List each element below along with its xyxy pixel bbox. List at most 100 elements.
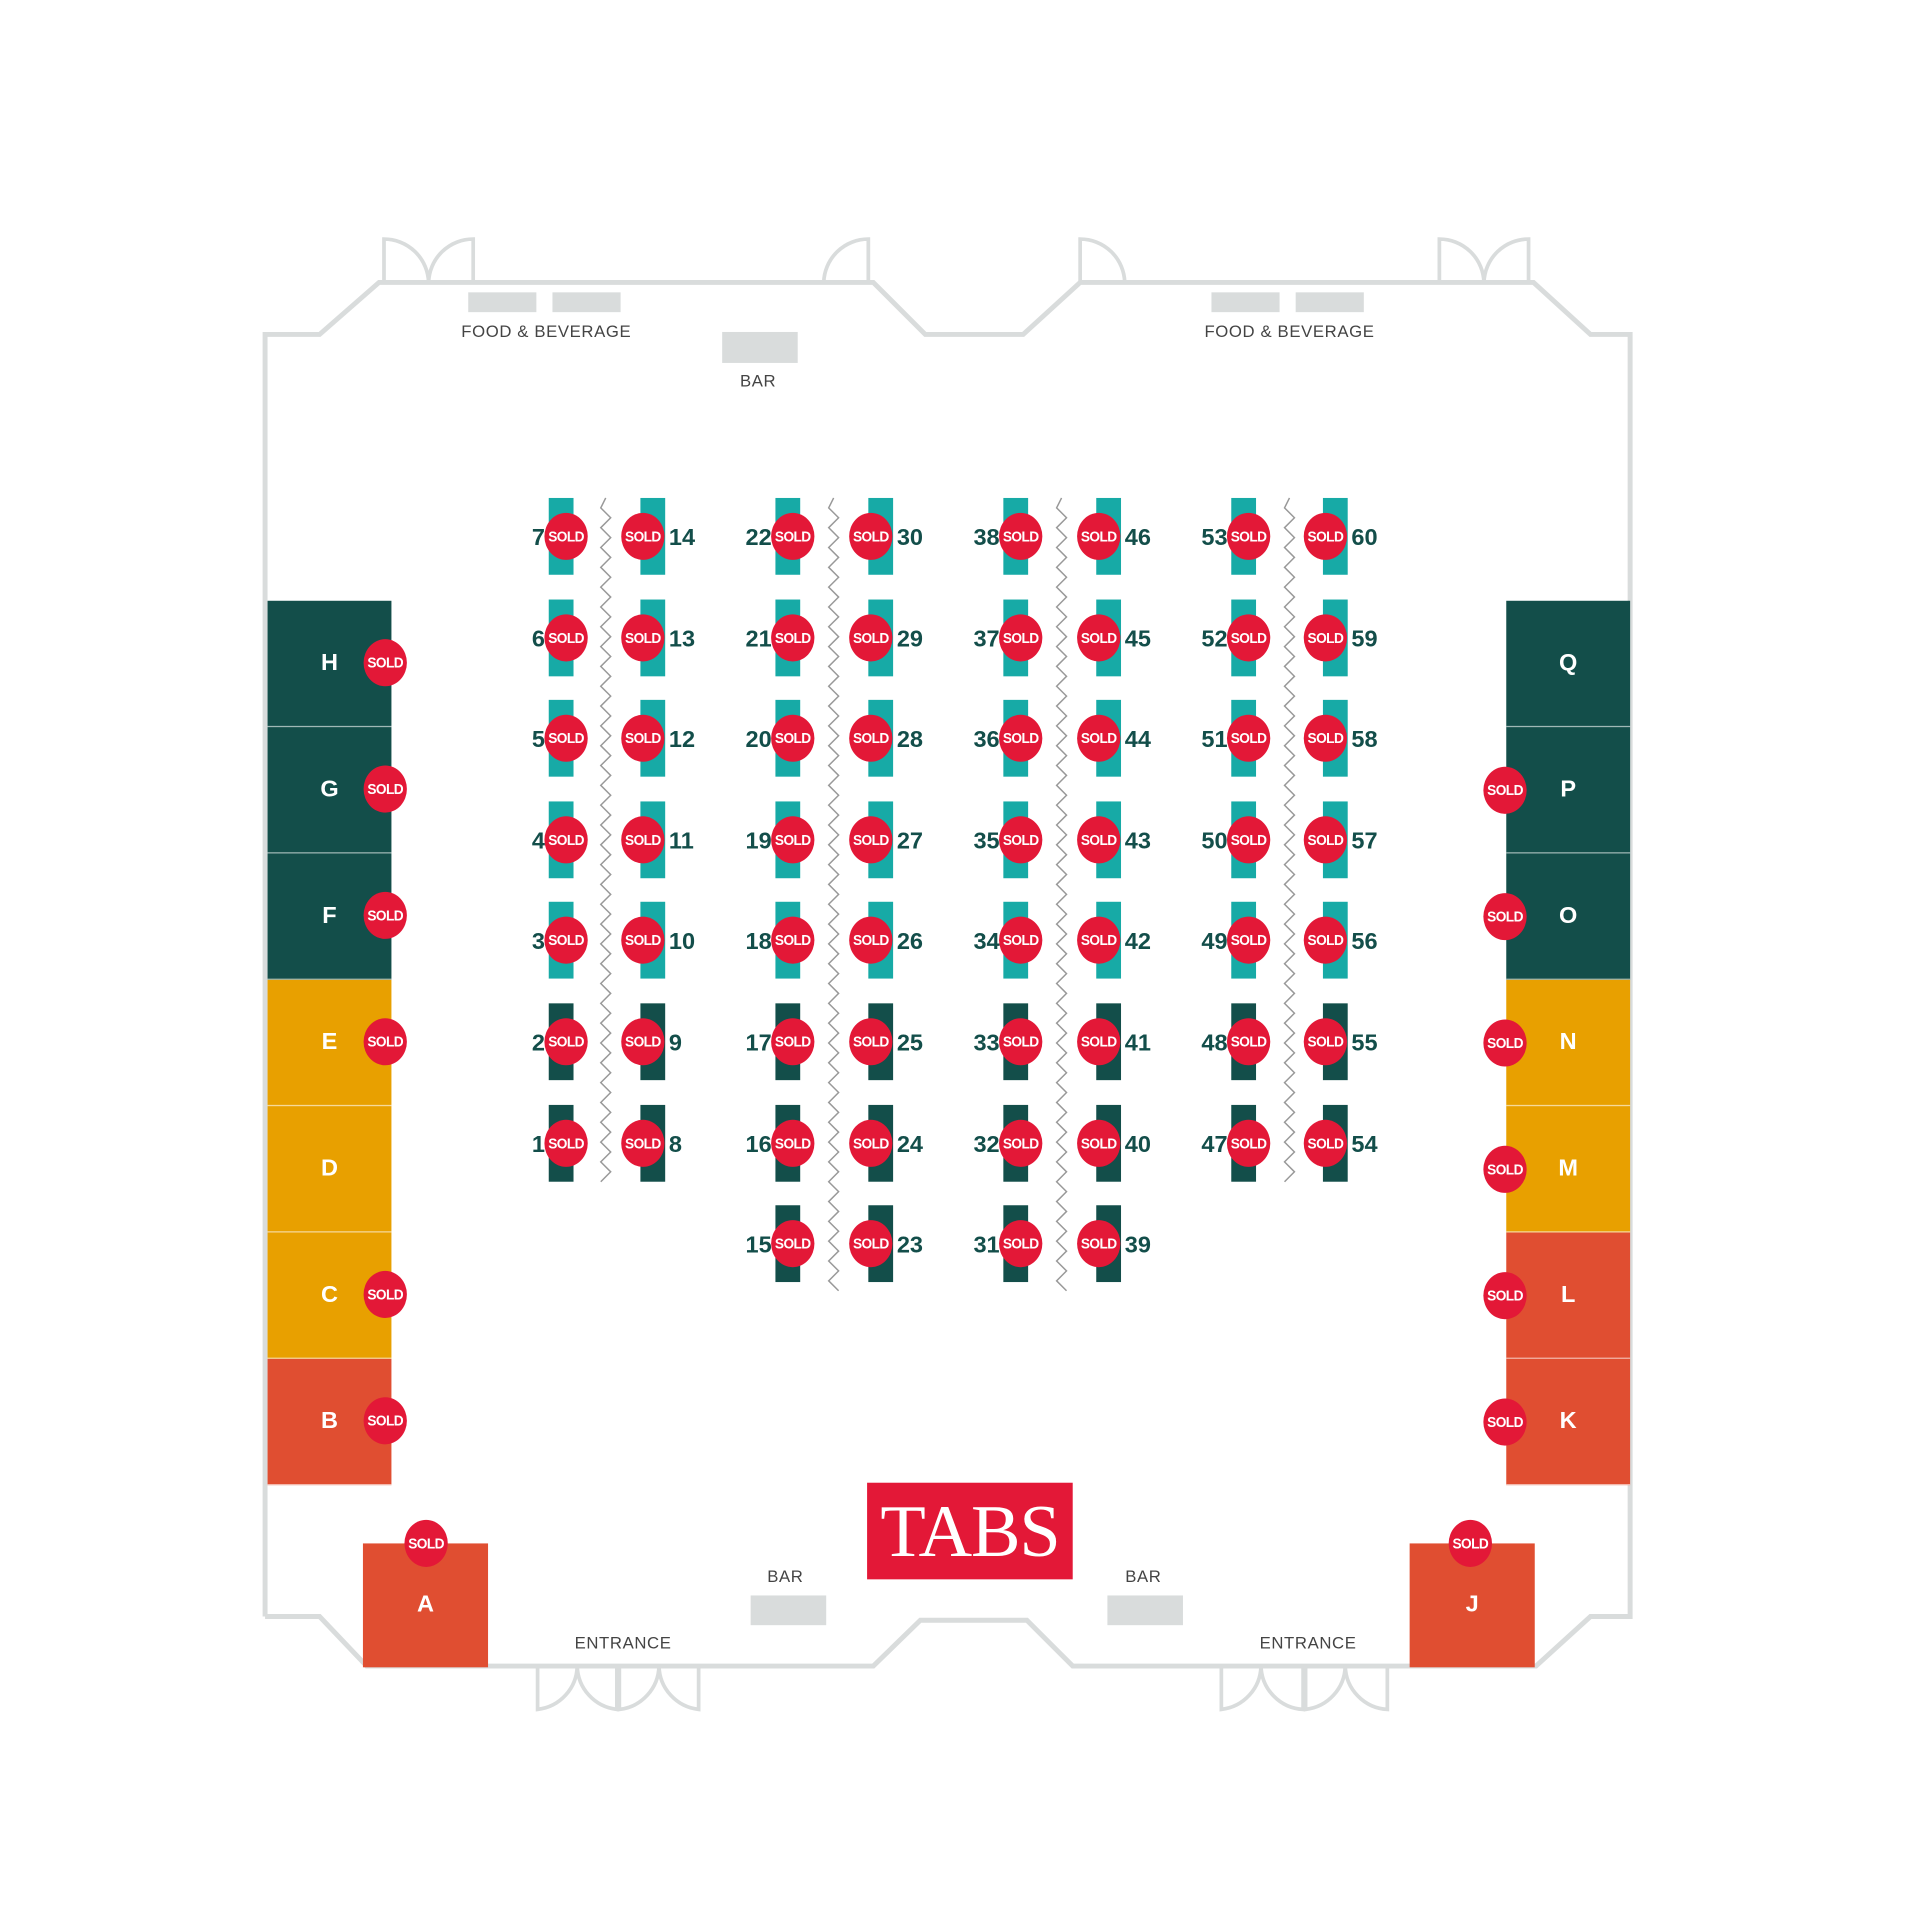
- booth-K[interactable]: K: [1506, 1358, 1631, 1486]
- booth-number: 31: [973, 1232, 1000, 1259]
- sold-badge: SOLD: [771, 1018, 815, 1066]
- sold-badge: SOLD: [1483, 1019, 1527, 1067]
- sold-badge: SOLD: [849, 917, 893, 965]
- sold-badge: SOLD: [1077, 1220, 1121, 1268]
- booth-number: 54: [1351, 1131, 1378, 1158]
- booth-number: 58: [1351, 727, 1378, 754]
- sold-badge: SOLD: [621, 1119, 665, 1167]
- sold-badge: SOLD: [544, 1119, 588, 1167]
- aisle-zigzag: [599, 497, 612, 1183]
- booth-number: 23: [896, 1232, 924, 1259]
- sold-badge: SOLD: [771, 816, 815, 864]
- booth-number: 53: [1201, 525, 1228, 552]
- booth-number: 43: [1124, 828, 1151, 855]
- booth-number: 14: [668, 525, 696, 552]
- sold-badge: SOLD: [1303, 512, 1348, 560]
- food-beverage-label: FOOD & BEVERAGE: [1204, 322, 1375, 341]
- sold-badge: SOLD: [363, 1397, 407, 1445]
- food-beverage-label: FOOD & BEVERAGE: [461, 322, 632, 341]
- sold-badge: SOLD: [1226, 816, 1271, 864]
- sold-badge: SOLD: [621, 714, 665, 763]
- sold-badge: SOLD: [999, 714, 1043, 763]
- booth-number: 32: [973, 1131, 1000, 1158]
- sold-badge: SOLD: [1483, 893, 1527, 941]
- sold-badge: SOLD: [544, 613, 588, 661]
- bar-label: BAR: [1125, 1566, 1162, 1586]
- booth-D[interactable]: D: [267, 1106, 392, 1233]
- sold-badge: SOLD: [771, 1119, 815, 1167]
- sold-badge: SOLD: [771, 512, 815, 560]
- food-counter: [468, 292, 537, 313]
- sold-badge: SOLD: [1077, 512, 1121, 560]
- entrance-label: ENTRANCE: [574, 1633, 672, 1653]
- booth-number: 39: [1124, 1232, 1151, 1259]
- booth-M[interactable]: M: [1506, 1106, 1631, 1233]
- booth-Q[interactable]: Q: [1506, 600, 1631, 728]
- booth-number: 22: [745, 525, 772, 552]
- booth-number: 52: [1201, 626, 1228, 653]
- booth-number: 28: [896, 727, 924, 754]
- sold-badge: SOLD: [999, 613, 1043, 661]
- sold-badge: SOLD: [999, 1220, 1043, 1268]
- booth-number: 50: [1201, 828, 1228, 855]
- sold-badge: SOLD: [1077, 1119, 1121, 1167]
- sold-badge: SOLD: [1226, 917, 1271, 965]
- sold-badge: SOLD: [544, 816, 588, 864]
- sold-badge: SOLD: [1226, 613, 1271, 661]
- booth-number: 51: [1201, 727, 1228, 754]
- booth-number: 2: [531, 1030, 546, 1057]
- sold-badge: SOLD: [544, 917, 588, 965]
- booth-F[interactable]: F: [267, 853, 392, 980]
- booth-L[interactable]: L: [1506, 1232, 1631, 1359]
- booth-number: 29: [896, 626, 924, 653]
- aisle-zigzag: [1055, 497, 1068, 1292]
- bar-label: BAR: [739, 371, 777, 391]
- sold-badge: SOLD: [1077, 1018, 1121, 1066]
- sold-badge: SOLD: [1483, 1398, 1527, 1446]
- booth-number: 36: [973, 727, 1000, 754]
- sold-badge: SOLD: [1077, 816, 1121, 864]
- booth-number: 4: [531, 828, 546, 855]
- booth-number: 20: [745, 727, 772, 754]
- booth-number: 5: [531, 727, 546, 754]
- booth-number: 13: [668, 626, 696, 653]
- booth-number: 35: [973, 828, 1000, 855]
- booth-number: 1: [531, 1131, 546, 1158]
- sold-badge: SOLD: [1303, 1119, 1348, 1167]
- booth-number: 57: [1351, 828, 1378, 855]
- booth-O[interactable]: O: [1506, 853, 1631, 980]
- booth-number: 12: [668, 727, 696, 754]
- sold-badge: SOLD: [1226, 714, 1271, 763]
- booth-number: 26: [896, 929, 924, 956]
- booth-number: 55: [1351, 1030, 1378, 1057]
- sold-badge: SOLD: [621, 512, 665, 560]
- sold-badge: SOLD: [1077, 714, 1121, 763]
- booth-number: 46: [1124, 525, 1151, 552]
- booth-number: 11: [668, 828, 694, 855]
- food-counter: [1295, 292, 1364, 313]
- booth-number: 59: [1351, 626, 1378, 653]
- booth-number: 18: [745, 929, 772, 956]
- booth-number: 34: [973, 929, 1000, 956]
- sold-badge: SOLD: [1303, 917, 1348, 965]
- sold-badge: SOLD: [999, 512, 1043, 560]
- sold-badge: SOLD: [849, 1220, 893, 1268]
- sold-badge: SOLD: [849, 512, 893, 560]
- aisle-dividers: [599, 497, 1296, 1292]
- sold-badge: SOLD: [771, 714, 815, 763]
- booth-number: 56: [1351, 929, 1378, 956]
- sold-badge: SOLD: [1226, 512, 1271, 560]
- booth-number: 38: [973, 525, 1000, 552]
- booth-number: 40: [1124, 1131, 1151, 1158]
- booth-number: 60: [1351, 525, 1378, 552]
- booth-number: 17: [745, 1030, 772, 1057]
- bar-counter: [722, 331, 798, 363]
- booth-P[interactable]: P: [1506, 727, 1631, 854]
- food-counter: [552, 292, 621, 313]
- booth-number: 8: [668, 1131, 683, 1158]
- sold-badge: SOLD: [849, 816, 893, 864]
- booth-number: 37: [973, 626, 1000, 653]
- sold-badge: SOLD: [1303, 613, 1348, 661]
- booth-N[interactable]: N: [1506, 979, 1631, 1107]
